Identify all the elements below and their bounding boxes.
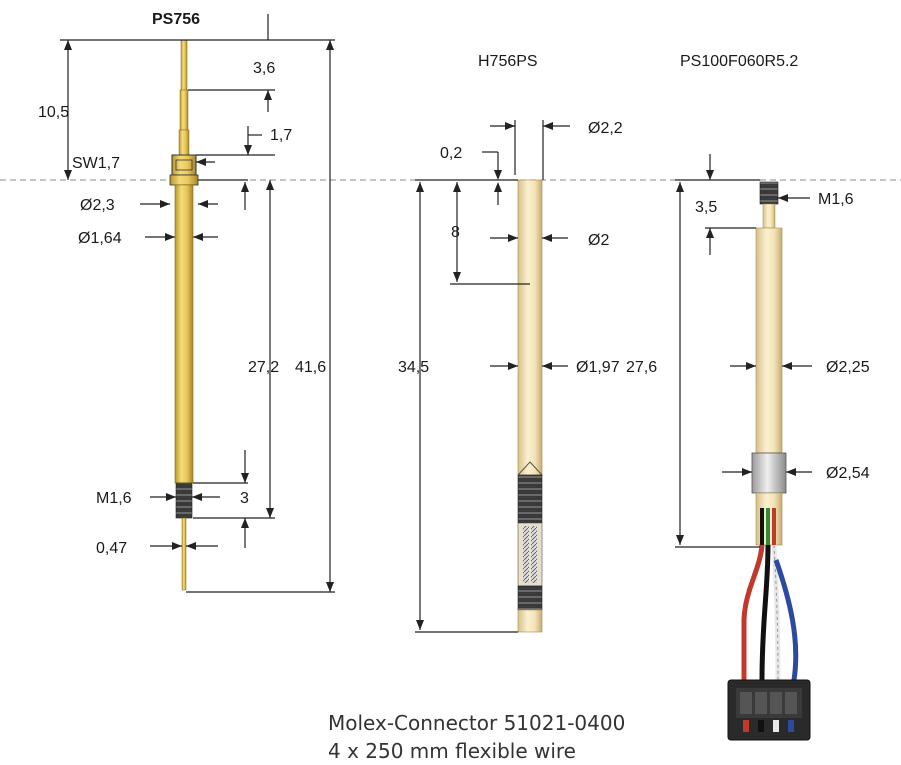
ps100-title: PS100F060R5.2 [680,53,798,70]
h756ps-title: H756PS [478,53,538,70]
h756ps-phi-2-2: Ø2,2 [588,120,623,137]
ps756-dim-0-47: 0,47 [96,540,127,557]
ps756-drawing [169,39,199,591]
ps100-dim-3-5: 3,5 [695,199,717,216]
ps756-phi-1-64: Ø1,64 [78,230,122,247]
h756ps-dimensions [415,120,570,633]
ps756-dimensions [60,14,335,593]
ps756-dim-3-6: 3,6 [253,60,275,77]
ps100-drawing [727,181,811,741]
ps756-dim-1-7: 1,7 [270,127,292,144]
ps756-dim-10-5: 10,5 [38,104,69,121]
ps100-phi-2-54: Ø2,54 [826,465,870,482]
caption-line-1: Molex-Connector 51021-0400 [328,711,625,735]
ps756-dim-41-6: 41,6 [295,359,326,376]
ps756-sw: SW1,7 [72,155,120,172]
ps100-m1-6: M1,6 [818,191,854,208]
h756ps-dim-8: 8 [451,224,460,241]
ps756-dim-27-2: 27,2 [248,359,279,376]
h756ps-phi-2: Ø2 [588,232,609,249]
h756ps-dim-0-2: 0,2 [440,145,462,162]
ps756-dim-3: 3 [240,490,249,507]
ps756-phi-2-3: Ø2,3 [80,197,115,214]
ps756-title: PS756 [152,11,200,28]
ps100-dim-27-6: 27,6 [626,359,657,376]
h756ps-phi-1-97: Ø1,97 [576,359,620,376]
ps100-dimensions [675,154,812,548]
ps100-phi-2-25: Ø2,25 [826,359,870,376]
h756ps-dim-34-5: 34,5 [398,359,429,376]
caption-line-2: 4 x 250 mm flexible wire [328,739,576,763]
h756ps-drawing [517,179,543,633]
ps756-m1-6: M1,6 [96,490,132,507]
